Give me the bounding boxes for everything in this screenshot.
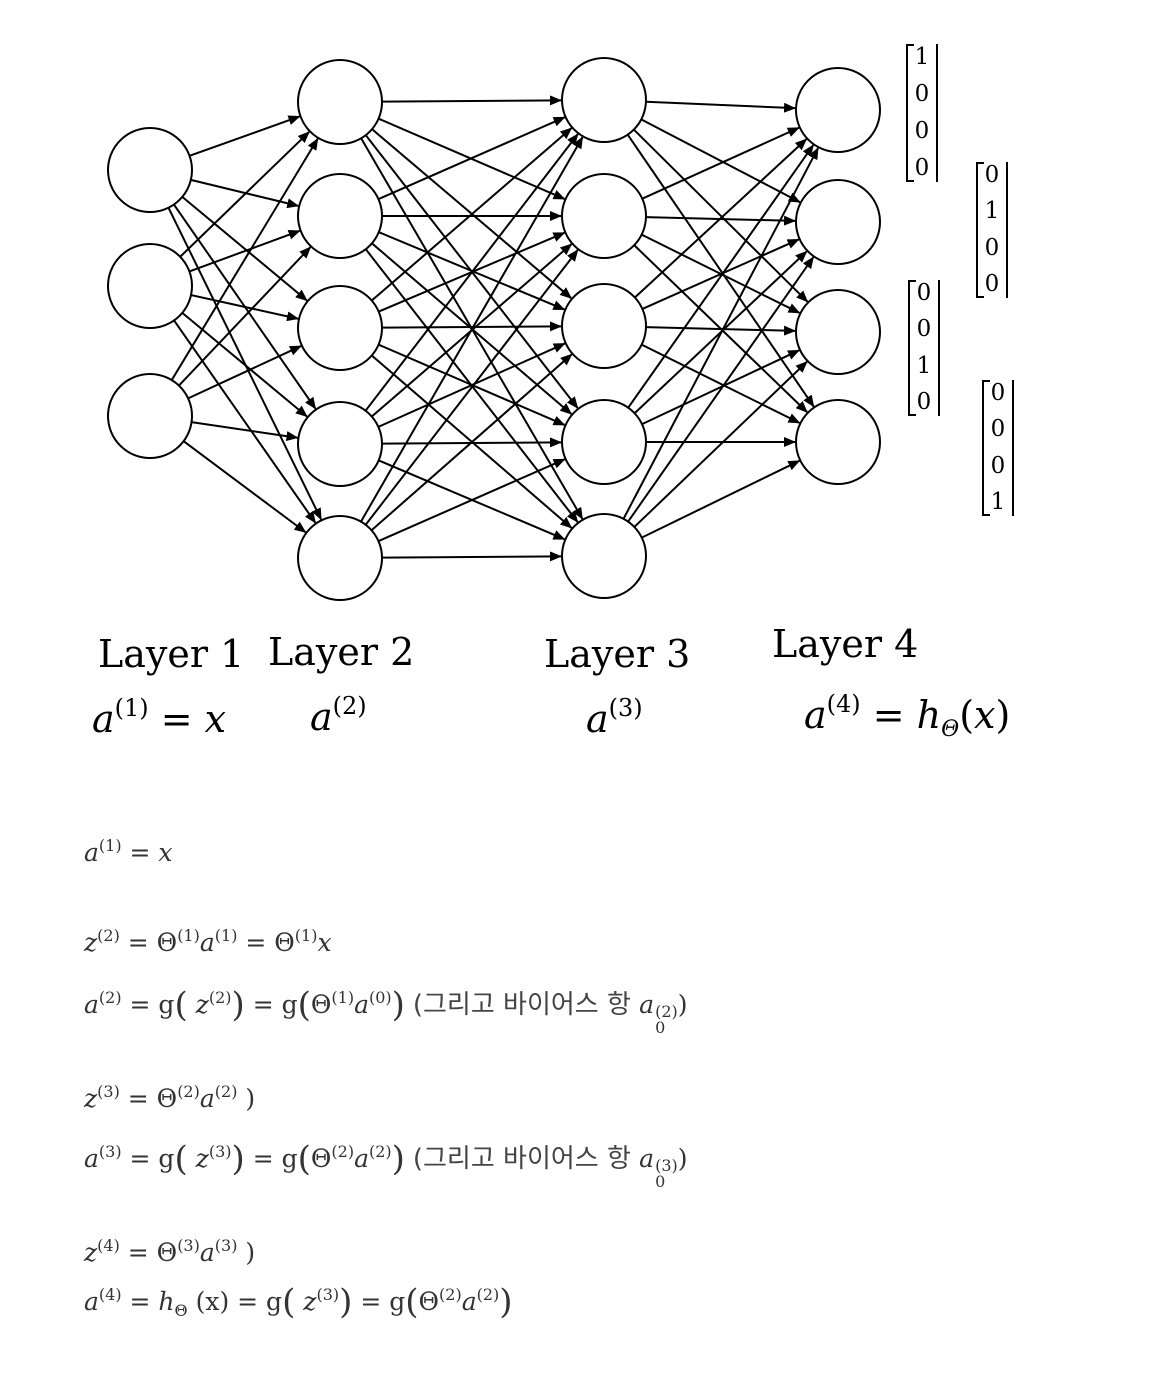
connection-arrow <box>179 131 310 258</box>
vector-cell: 0 <box>984 270 1000 297</box>
connection-arrow <box>378 458 566 543</box>
neural-network-diagram <box>107 57 881 601</box>
connection-arrow <box>364 133 579 412</box>
vector-cell: 0 <box>984 234 1000 261</box>
vector-cell: 0 <box>914 155 930 181</box>
connection-arrow <box>173 319 317 524</box>
connection-arrow <box>381 95 563 106</box>
vector-cell: 0 <box>990 416 1006 443</box>
neuron-node <box>107 373 193 459</box>
connection-arrow <box>626 134 815 408</box>
vector-cell: 1 <box>916 352 932 379</box>
connection-arrow <box>190 294 299 322</box>
connection-arrow <box>378 116 566 201</box>
connection-arrow <box>622 147 819 520</box>
neuron-node <box>561 399 647 485</box>
neuron-node <box>795 179 881 265</box>
neuron-node <box>297 285 383 371</box>
vector-cell: 1 <box>914 44 930 70</box>
connection-arrow <box>627 256 815 523</box>
neuron-node <box>107 127 193 213</box>
neuron-node <box>561 57 647 143</box>
layer-1-activation: a(1) = x <box>92 694 227 741</box>
connection-arrow <box>190 178 300 209</box>
connection-arrow <box>183 440 307 534</box>
vector-cell: 0 <box>990 452 1006 479</box>
neuron-node <box>795 67 881 153</box>
equation-z2: z(2) = Θ(1)a(1) = Θ(1)x <box>84 926 332 957</box>
bias-note-3: (그리고 바이어스 항 <box>412 1144 640 1174</box>
neuron-node <box>297 173 383 259</box>
vector-cell: 0 <box>916 280 932 306</box>
connection-arrow <box>645 100 797 113</box>
output-vector-1: 1 0 0 0 <box>906 44 938 182</box>
neuron-node <box>107 243 193 329</box>
equation-a3: a(3) = g( z(3)) = g(Θ(2)a(2)) (그리고 바이어스 … <box>84 1139 688 1191</box>
bias-note-2: (그리고 바이어스 항 <box>412 990 640 1020</box>
vector-cell: 0 <box>914 81 930 107</box>
layer-4-title: Layer 4 <box>772 622 919 666</box>
connection-arrow <box>641 343 801 424</box>
neuron-node <box>561 283 647 369</box>
output-vector-2: 0 1 0 0 <box>976 162 1008 298</box>
vector-cell: 0 <box>914 118 930 144</box>
connection-arrow <box>378 231 566 311</box>
connection-arrow <box>641 238 800 310</box>
connection-arrow <box>189 115 301 157</box>
neuron-node <box>561 513 647 599</box>
connection-arrow <box>633 361 808 528</box>
output-vector-4: 0 0 0 1 <box>982 380 1014 516</box>
connection-arrow <box>634 138 808 299</box>
neuron-node <box>297 59 383 145</box>
connection-arrow <box>181 312 308 418</box>
connection-arrow <box>641 126 800 200</box>
connection-arrow <box>640 118 801 204</box>
layer-3-activation: a(3) <box>586 694 643 741</box>
connection-arrow <box>645 325 797 336</box>
vector-cell: 0 <box>916 388 932 415</box>
equation-a4: a(4) = hΘ (x) = g( z(3)) = g(Θ(2)a(2)) <box>84 1282 513 1322</box>
connection-arrow <box>189 229 301 273</box>
layer-1-title: Layer 1 <box>98 632 245 676</box>
connection-arrow <box>633 128 809 303</box>
layer-2-activation: a(2) <box>310 692 367 739</box>
connection-arrow <box>364 249 579 526</box>
connection-arrow <box>191 421 299 442</box>
equation-a1: a(1) = x <box>84 836 173 867</box>
vector-cell: 0 <box>916 316 932 343</box>
connection-arrow <box>370 353 573 532</box>
vector-cell: 0 <box>984 162 1000 188</box>
layer-3-title: Layer 3 <box>544 632 691 676</box>
neuron-node <box>561 173 647 259</box>
neuron-node <box>297 401 383 487</box>
connection-arrow <box>360 136 584 523</box>
equation-a2: a(2) = g( z(2)) = g(Θ(1)a(0)) (그리고 바이어스 … <box>84 985 688 1037</box>
connection-arrow <box>178 246 312 387</box>
vector-cell: 1 <box>990 488 1006 515</box>
connection-arrow <box>627 144 815 409</box>
connection-arrow <box>181 196 308 302</box>
layer-2-title: Layer 2 <box>268 630 415 674</box>
connection-arrow <box>641 459 801 539</box>
neuron-node <box>795 399 881 485</box>
layer-4-activation: a(4) = hΘ(x) <box>804 690 1011 742</box>
neuron-node <box>297 515 383 601</box>
connection-arrow <box>187 345 302 400</box>
vector-cell: 0 <box>990 380 1006 406</box>
connection-arrow <box>641 349 800 426</box>
neuron-node <box>795 289 881 375</box>
connection-arrow <box>377 342 566 428</box>
connection-arrow <box>381 551 563 562</box>
connection-arrow <box>371 127 573 302</box>
output-vector-3: 0 0 1 0 <box>908 280 940 416</box>
vector-cell: 1 <box>984 198 1000 225</box>
equation-z3: z(3) = Θ(2)a(2) ) <box>84 1082 256 1113</box>
connection-arrow <box>170 137 319 381</box>
equation-z4: z(4) = Θ(3)a(3) ) <box>84 1236 256 1267</box>
connection-arrow <box>381 321 563 332</box>
